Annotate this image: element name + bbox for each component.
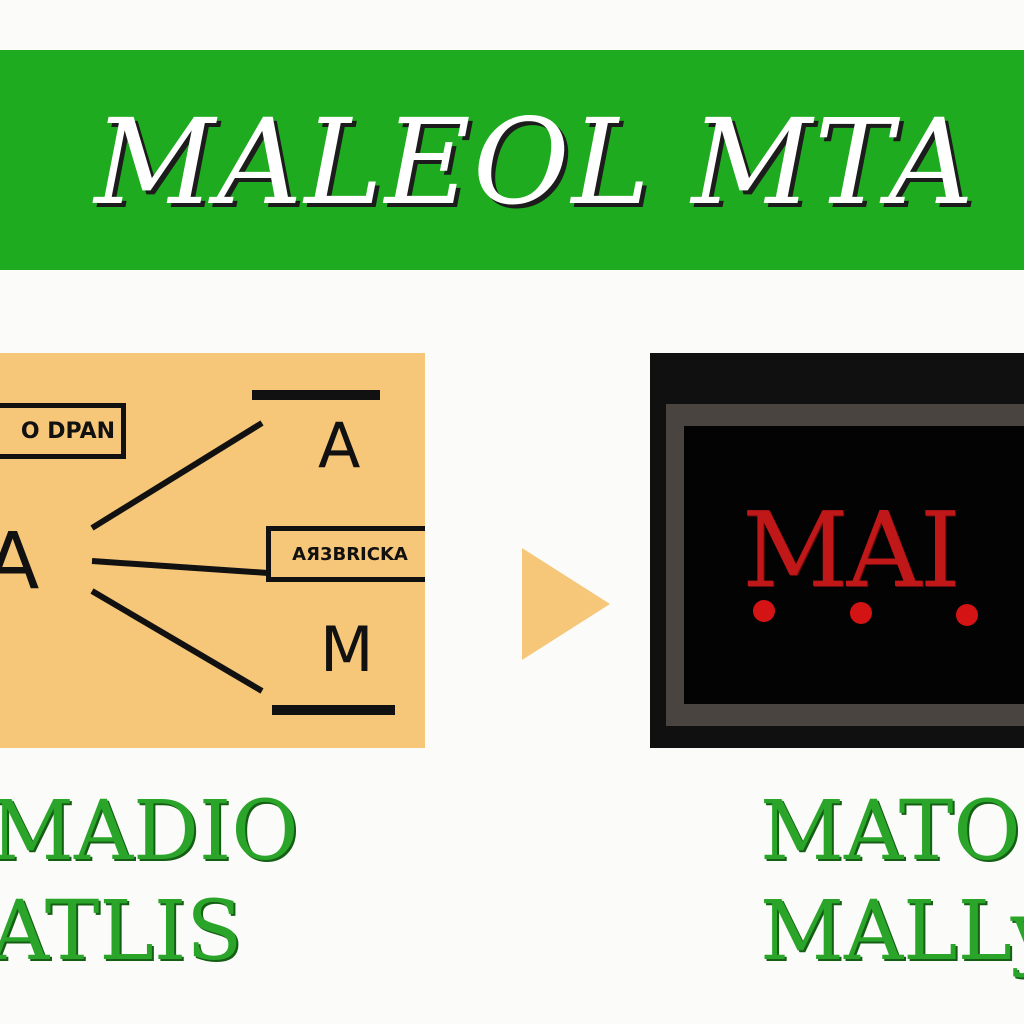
logo-dot-left	[753, 600, 775, 622]
logo-dot-right	[956, 604, 978, 626]
caption-right-line2: MALLy	[760, 884, 1024, 979]
node-box-middle: AЯ3BRICKA	[266, 526, 425, 582]
connector-line-lower	[90, 588, 264, 694]
right-arrow-icon	[522, 548, 610, 660]
node-letter-top-right: A	[318, 409, 361, 482]
caption-left-line1: MADIO	[0, 784, 299, 879]
banner-title: MALEOL MTA	[94, 93, 976, 231]
logo-dot-middle	[850, 602, 872, 624]
header-banner: MALEOL MTA	[0, 50, 1024, 270]
caption-left-line2: ATLIS	[0, 884, 243, 979]
caption-right-line1: MATO	[760, 784, 1021, 879]
node-box-middle-label: AЯ3BRICKA	[292, 543, 408, 565]
node-box-top: O DPAN	[0, 403, 126, 459]
monitor-screen	[684, 426, 1024, 704]
monitor-logo-text: MAI	[742, 489, 961, 611]
node-letter-bottom-right: M	[320, 613, 374, 686]
diagram-panel: O DPAN AЯ3BRICKA A A M	[0, 353, 425, 748]
node-letter-left: A	[0, 517, 40, 607]
node-box-top-label: O DPAN	[20, 418, 116, 444]
connector-line-upper	[90, 420, 264, 531]
connector-line-middle	[91, 558, 269, 576]
diagram-connectors	[90, 390, 395, 715]
